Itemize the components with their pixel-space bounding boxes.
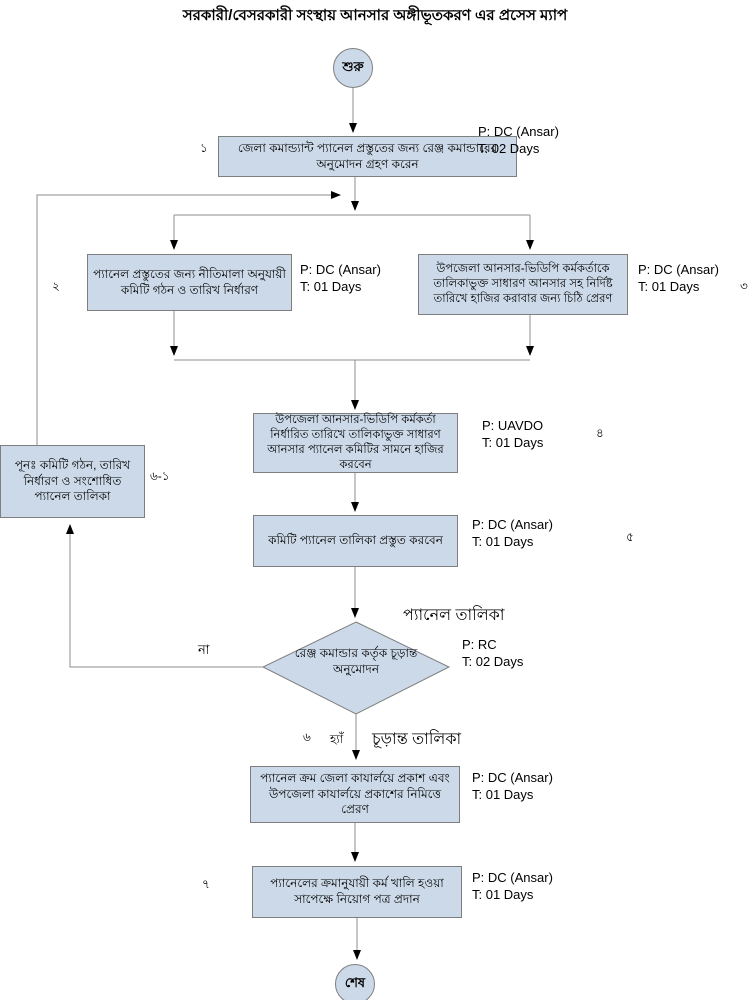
annotation-step7: P: DC (Ansar) T: 01 Days [472,870,553,903]
annotation-step5: P: DC (Ansar) T: 01 Days [472,517,553,550]
process-box-5: কমিটি প্যানেল তালিকা প্রস্তুত করবেন [253,515,458,567]
step-number-6: ৬ [303,730,311,744]
annotation-step6-p: P: DC (Ansar) [472,770,553,785]
annotation-step6: P: DC (Ansar) T: 01 Days [472,770,553,803]
annotation-decision: P: RC T: 02 Days [462,637,523,670]
process-box-2-text: প্যানেল প্রস্তুতের জন্য নীতিমালা অনুযায়… [93,266,286,297]
process-box-3: উপজেলা আনসার-ভিডিপি কর্মকর্তাকে তালিকাভু… [418,254,628,315]
yes-branch-label: হ্যাঁ [330,732,344,746]
end-node-label: শেষ [344,974,366,990]
process-box-7-text: প্যানেলের ক্রমানুযায়ী কর্ম খালি হওয়া স… [270,876,444,906]
annotation-step4-t: T: 01 Days [482,434,544,450]
step-number-5: ৫ [626,530,634,544]
step-number-7: ৭ [202,877,210,891]
decision-diamond-text: রেঞ্জ কমান্ডার কর্তৃক চূড়ান্ত অনুমোদন [294,646,418,676]
rework-box: পূনঃ কমিটি গঠন, তারিখ নির্ধারণ ও সংশোধিত… [0,445,145,518]
process-box-6: প্যানেল ক্রম জেলা কাযার্লয়ে প্রকাশ এবং … [250,766,460,823]
rework-box-text: পূনঃ কমিটি গঠন, তারিখ নির্ধারণ ও সংশোধিত… [14,457,131,504]
step-number-3: ৩ [740,279,748,293]
annotation-step3-t: T: 01 Days [638,278,700,294]
start-node: শুরু [333,48,373,88]
annotation-step1-p: P: DC (Ansar) [478,124,559,139]
panel-list-label: প্যানেল তালিকা [403,607,505,624]
step-number-6-1: ৬-১ [150,469,170,483]
annotation-decision-p: P: RC [462,637,497,652]
annotation-decision-t: T: 02 Days [462,653,524,669]
final-list-label: চূড়ান্ত তালিকা [372,731,462,748]
annotation-step4: P: UAVDO T: 01 Days [482,418,543,451]
process-box-3-text: উপজেলা আনসার-ভিডিপি কর্মকর্তাকে তালিকাভু… [433,262,613,306]
annotation-step2-t: T: 01 Days [300,278,362,294]
process-box-2: প্যানেল প্রস্তুতের জন্য নীতিমালা অনুযায়… [87,254,292,311]
process-box-6-text: প্যানেল ক্রম জেলা কাযার্লয়ে প্রকাশ এবং … [260,770,450,817]
annotation-step1: P: DC (Ansar) T: 02 Days [478,124,559,157]
process-box-4: উপজেলা আনসার-ভিডিপি কর্মকর্তা নির্ধারিত … [253,413,458,473]
process-box-1: জেলা কমান্ড্যান্ট প্যানেল প্রস্তুতের জন্… [218,136,517,177]
no-branch-label: না [198,642,210,657]
end-node: শেষ [335,964,375,1000]
annotation-step2: P: DC (Ansar) T: 01 Days [300,262,381,295]
start-node-label: শুরু [342,58,364,74]
process-box-4-text: উপজেলা আনসার-ভিডিপি কর্মকর্তা নির্ধারিত … [267,413,444,472]
annotation-step3: P: DC (Ansar) T: 01 Days [638,262,719,295]
step-number-2: ২ [52,279,60,293]
annotation-step3-p: P: DC (Ansar) [638,262,719,277]
process-box-7: প্যানেলের ক্রমানুযায়ী কর্ম খালি হওয়া স… [252,866,462,918]
diagram-title: সরকারী/বেসরকারী সংস্থায় আনসার অঙ্গীভূতক… [182,7,568,24]
annotation-step5-p: P: DC (Ansar) [472,517,553,532]
annotation-step6-t: T: 01 Days [472,786,534,802]
step-number-4: ৪ [596,426,604,440]
annotation-step5-t: T: 01 Days [472,533,534,549]
process-box-5-text: কমিটি প্যানেল তালিকা প্রস্তুত করবেন [268,533,443,548]
annotation-step7-p: P: DC (Ansar) [472,870,553,885]
annotation-step4-p: P: UAVDO [482,418,544,433]
annotation-step2-p: P: DC (Ansar) [300,262,381,277]
step-number-1: ১ [200,141,208,155]
process-box-1-text: জেলা কমান্ড্যান্ট প্যানেল প্রস্তুতের জন্… [237,140,498,171]
annotation-step7-t: T: 01 Days [472,886,534,902]
annotation-step1-t: T: 02 Days [478,140,540,156]
